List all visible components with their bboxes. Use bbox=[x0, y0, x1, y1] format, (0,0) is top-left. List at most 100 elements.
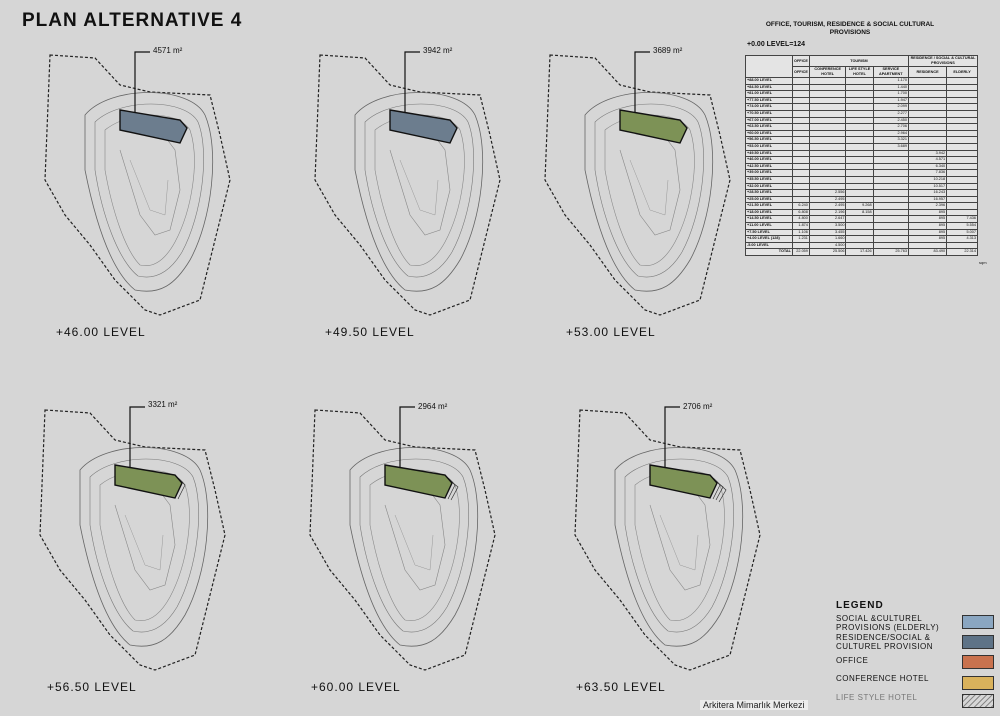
table-cell bbox=[792, 169, 810, 177]
table-cell: 5.007 bbox=[946, 228, 978, 237]
table-cell bbox=[792, 103, 810, 111]
table-cell bbox=[872, 222, 909, 230]
table-cell: 4.800 bbox=[792, 215, 810, 224]
table-cell bbox=[946, 90, 978, 98]
table-cell: 2.450 bbox=[872, 116, 909, 125]
site-boundary bbox=[309, 409, 496, 671]
table-cell bbox=[845, 182, 874, 191]
table-cell: 4.500 bbox=[808, 241, 847, 250]
table-total-cell: 22.314 bbox=[946, 248, 978, 257]
table-cell: 895 bbox=[907, 228, 948, 237]
table-cell bbox=[907, 96, 948, 105]
area-label: 3321 m² bbox=[148, 400, 178, 409]
leader-line bbox=[134, 51, 150, 113]
level-label: +56.50 LEVEL bbox=[47, 680, 137, 694]
table-cell bbox=[792, 77, 810, 85]
table-cell bbox=[907, 129, 948, 138]
table-cell: 1.170 bbox=[872, 77, 909, 85]
table-cell bbox=[872, 202, 909, 210]
plan-diagram: 3321 m² bbox=[35, 395, 255, 695]
table-cell: 2.099 bbox=[872, 103, 909, 111]
terrace-step bbox=[715, 480, 727, 503]
table-cell bbox=[946, 182, 978, 191]
table-cell: +46.00 LEVEL bbox=[745, 156, 793, 164]
table-cell bbox=[907, 116, 948, 125]
table-cell bbox=[845, 169, 874, 177]
contour-line bbox=[634, 469, 725, 621]
table-row: +46.00 LEVEL 4.571 bbox=[745, 156, 978, 164]
table-cell bbox=[872, 215, 909, 224]
table-cell bbox=[845, 162, 874, 171]
road-line bbox=[384, 484, 446, 591]
area-label: 3942 m² bbox=[423, 46, 453, 55]
table-cell bbox=[845, 156, 874, 164]
table-cell: +25.00 LEVEL bbox=[745, 195, 793, 204]
table-cell bbox=[907, 241, 948, 250]
contour-line bbox=[374, 114, 465, 266]
table-group-header: RESIDENCE / SOCIAL & CULTURAL PROVISIONS bbox=[907, 55, 979, 67]
table-cell bbox=[872, 182, 909, 191]
table-cell: 6.808 bbox=[792, 208, 810, 217]
table-cell bbox=[872, 175, 909, 184]
level-label: +63.50 LEVEL bbox=[576, 680, 666, 694]
legend-swatch bbox=[962, 615, 994, 629]
table-cell: +60.00 LEVEL bbox=[745, 129, 793, 138]
unit-label: sqm bbox=[979, 260, 987, 265]
site-boundary bbox=[314, 54, 501, 316]
road-line bbox=[629, 159, 669, 216]
table-cell: 4.571 bbox=[907, 156, 948, 164]
table-total-cell: 22.059 bbox=[792, 248, 810, 257]
contour-line bbox=[624, 458, 734, 633]
table-cell bbox=[946, 189, 978, 197]
level-label: +46.00 LEVEL bbox=[56, 325, 146, 339]
building-footprint bbox=[119, 109, 188, 144]
table-cell bbox=[845, 175, 874, 184]
table-cell: +28.50 LEVEL bbox=[745, 189, 793, 197]
table-group-header: TOURISM bbox=[808, 55, 909, 67]
site-plan-drawing bbox=[309, 406, 496, 671]
table-cell bbox=[872, 189, 909, 197]
table-cell bbox=[907, 90, 948, 98]
table-cell: 5.554 bbox=[946, 222, 978, 230]
plan-diagram: 4571 m² bbox=[40, 40, 260, 340]
area-label: 4571 m² bbox=[153, 46, 183, 55]
road-line bbox=[114, 484, 176, 591]
table-cell bbox=[845, 83, 874, 92]
legend-title: LEGEND bbox=[836, 600, 884, 611]
table-cell bbox=[907, 103, 948, 111]
building-footprint bbox=[619, 109, 688, 144]
table-cell bbox=[845, 142, 874, 151]
table-cell bbox=[808, 156, 847, 164]
table-cell bbox=[946, 208, 978, 217]
contour-line bbox=[99, 469, 190, 621]
table-cell: 2.196 bbox=[808, 208, 847, 217]
table-cell bbox=[946, 136, 978, 144]
table-cell bbox=[792, 129, 810, 138]
table-cell: 2.396 bbox=[907, 202, 948, 210]
table-total-cell: 83.490 bbox=[907, 248, 948, 257]
table-cell bbox=[845, 90, 874, 98]
table-cell bbox=[845, 195, 874, 204]
contour-line bbox=[354, 92, 484, 292]
table-cell bbox=[907, 77, 948, 85]
table-group-header: OFFICE bbox=[792, 55, 810, 67]
area-label: 3689 m² bbox=[653, 46, 683, 55]
table-header-cell bbox=[745, 55, 793, 78]
table-cell bbox=[792, 149, 810, 158]
contour-line bbox=[94, 103, 204, 278]
table-cell bbox=[946, 129, 978, 138]
table-cell bbox=[845, 241, 874, 250]
table-cell bbox=[872, 169, 909, 177]
level-label: +60.00 LEVEL bbox=[311, 680, 401, 694]
